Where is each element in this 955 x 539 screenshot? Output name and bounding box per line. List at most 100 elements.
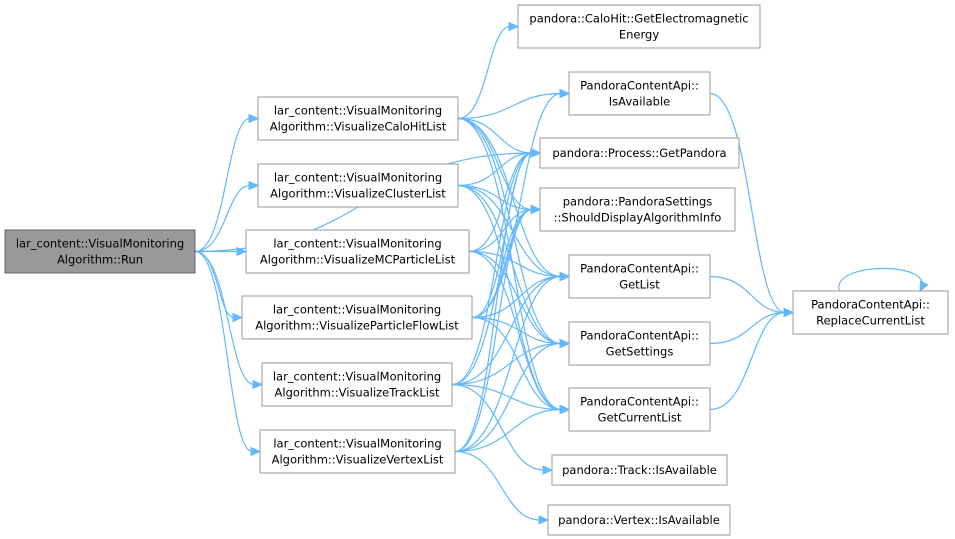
node-box	[241, 295, 473, 340]
edge-line	[454, 152, 533, 453]
node-label: pandora::PandoraSettings	[563, 195, 713, 209]
edge-arrowhead	[252, 379, 264, 390]
node-gst[interactable]: PandoraContentApi::GetSettings	[568, 321, 711, 366]
node-label: Energy	[619, 28, 659, 42]
node-box	[4, 229, 196, 274]
node-box	[257, 96, 459, 141]
node-vmc[interactable]: lar_content::VisualMonitoringAlgorithm::…	[245, 229, 470, 274]
edge-line	[194, 250, 253, 453]
edge-arrowhead	[559, 404, 571, 415]
node-label: Algorithm::VisualizeVertexList	[272, 453, 444, 467]
node-label: Algorithm::Run	[57, 253, 143, 267]
node-vpf[interactable]: lar_content::VisualMonitoringAlgorithm::…	[241, 295, 473, 340]
node-label: PandoraContentApi::	[811, 298, 930, 312]
edge-line	[194, 250, 255, 386]
edge-arrowhead	[232, 312, 244, 323]
node-box	[259, 429, 456, 474]
edge-run-to-vcl	[194, 180, 260, 253]
edge-line	[451, 383, 545, 471]
edge-arrowhead	[542, 465, 554, 475]
node-label: PandoraContentApi::	[580, 79, 699, 93]
edge-line	[451, 342, 562, 386]
node-gls[interactable]: PandoraContentApi::GetList	[568, 254, 711, 299]
node-run[interactable]: lar_content::VisualMonitoringAlgorithm::…	[4, 229, 196, 274]
edge-line	[451, 152, 533, 386]
node-box	[245, 229, 470, 274]
edge-line	[468, 250, 562, 411]
edge-line	[454, 408, 562, 453]
edge-line	[454, 275, 562, 453]
node-box	[547, 504, 731, 536]
node-label: GetList	[619, 278, 660, 292]
node-vch[interactable]: lar_content::VisualMonitoringAlgorithm::…	[257, 96, 459, 141]
edge-line	[457, 184, 533, 211]
edge-line	[468, 250, 562, 278]
node-label: PandoraContentApi::	[580, 262, 699, 276]
edge-arrowhead	[559, 338, 571, 349]
node-vcl[interactable]: lar_content::VisualMonitoringAlgorithm::…	[257, 163, 459, 208]
node-vvx[interactable]: lar_content::VisualMonitoringAlgorithm::…	[259, 429, 456, 474]
node-label: lar_content::VisualMonitoring	[16, 237, 184, 251]
edge-run-to-vvx	[194, 250, 262, 457]
edge-vvx-to-sdi	[454, 204, 542, 453]
node-box	[792, 290, 949, 335]
node-label: pandora::CaloHit::GetElectromagnetic	[529, 12, 748, 26]
edge-run-to-vch	[194, 113, 260, 253]
node-label: lar_content::VisualMonitoring	[273, 437, 441, 451]
node-sdi[interactable]: pandora::PandoraSettings::ShouldDisplayA…	[539, 187, 736, 232]
edge-line	[709, 311, 786, 411]
edge-line	[451, 208, 533, 386]
node-vtr[interactable]: lar_content::VisualMonitoringAlgorithm::…	[261, 362, 453, 407]
edge-line	[709, 275, 786, 314]
edge-vch-to-isa	[457, 88, 571, 120]
node-box	[539, 187, 736, 232]
node-label: Algorithm::VisualizeTrackList	[275, 386, 440, 400]
edge-line	[457, 184, 562, 411]
edge-vvx-to-gcl	[454, 404, 571, 453]
node-via[interactable]: pandora::Vertex::IsAvailable	[547, 504, 731, 536]
edge-line	[709, 92, 786, 314]
node-tia[interactable]: pandora::Track::IsAvailable	[551, 454, 728, 486]
edge-line	[454, 450, 541, 521]
edge-gcl-to-rcl	[709, 307, 795, 411]
node-isa[interactable]: PandoraContentApi::IsAvailable	[568, 71, 711, 116]
edge-vvx-to-via	[454, 450, 550, 525]
edge-vvx-to-gst	[454, 338, 571, 453]
node-box	[568, 254, 711, 299]
node-layer: lar_content::VisualMonitoringAlgorithm::…	[4, 4, 949, 536]
edge-arrowhead	[250, 446, 262, 457]
edge-arrowhead	[248, 113, 260, 124]
edge-line	[471, 316, 562, 411]
node-label: Algorithm::VisualizeMCParticleList	[260, 253, 456, 267]
edge-arrowhead	[559, 88, 571, 99]
node-label: Algorithm::VisualizeCaloHitList	[270, 120, 447, 134]
node-box	[568, 387, 711, 432]
edge-arrowhead	[530, 148, 542, 158]
edge-vvx-to-gpd	[454, 148, 542, 453]
edge-line	[194, 184, 251, 253]
edge-line	[468, 250, 562, 345]
edge-arrowhead	[919, 280, 929, 293]
node-box	[517, 4, 761, 49]
node-label: lar_content::VisualMonitoring	[274, 171, 442, 185]
edge-arrowhead	[783, 307, 795, 318]
edge-line	[457, 184, 562, 345]
node-label: Algorithm::VisualizeClusterList	[270, 187, 446, 201]
edge-arrowhead	[530, 204, 542, 215]
node-label: PandoraContentApi::	[580, 329, 699, 343]
edge-line	[457, 92, 562, 120]
node-gcl[interactable]: PandoraContentApi::GetCurrentList	[568, 387, 711, 432]
edge-vmc-to-gls	[468, 250, 571, 282]
edge-run-to-vtr	[194, 250, 264, 390]
node-rcl[interactable]: PandoraContentApi::ReplaceCurrentList	[792, 290, 949, 335]
node-label: ::ShouldDisplayAlgorithmInfo	[554, 211, 722, 225]
node-label: lar_content::VisualMonitoring	[273, 303, 441, 317]
node-label: pandora::Track::IsAvailable	[562, 463, 717, 477]
edge-line	[451, 383, 562, 411]
node-gpd[interactable]: pandora::Process::GetPandora	[539, 137, 740, 169]
edge-rcl-to-rcl	[838, 267, 929, 293]
edge-line	[194, 117, 251, 253]
node-gem[interactable]: pandora::CaloHit::GetElectromagneticEner…	[517, 4, 761, 49]
node-label: IsAvailable	[609, 95, 670, 109]
